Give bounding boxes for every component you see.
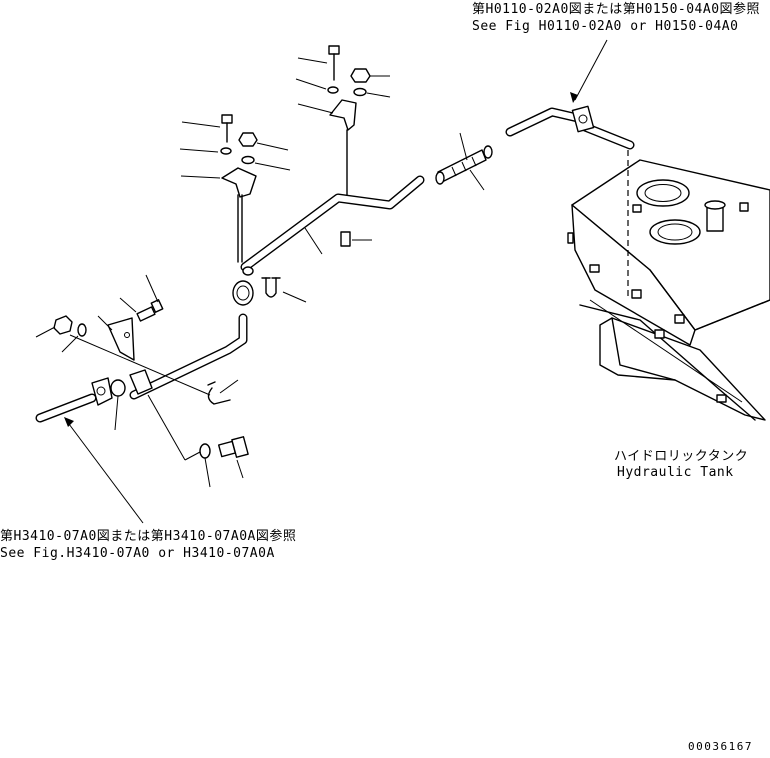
hose-clamp-right bbox=[483, 145, 493, 159]
tank-port-lower bbox=[649, 219, 701, 245]
reference-bottom-en: See Fig.H3410-07A0 or H3410-07A0A bbox=[0, 546, 275, 561]
clamp-bracket bbox=[329, 99, 357, 131]
clamp-assembly-upper-left bbox=[179, 114, 291, 263]
tank-flange bbox=[571, 105, 595, 133]
support-bracket bbox=[107, 317, 135, 361]
lock-washer bbox=[353, 87, 367, 97]
nut-left bbox=[53, 315, 73, 335]
pipe-clip bbox=[304, 227, 372, 255]
hose-connector bbox=[435, 145, 493, 185]
split-flange-right bbox=[129, 369, 153, 395]
hydraulic-tank bbox=[567, 140, 770, 421]
hose-leader-lines bbox=[459, 132, 485, 191]
drawing-number: 00036167 bbox=[688, 740, 753, 753]
clamp-assembly-upper-right bbox=[295, 45, 391, 196]
hydraulic-pipe bbox=[129, 107, 635, 400]
hex-nut bbox=[350, 68, 371, 83]
lower-left-bracket-assembly bbox=[35, 274, 249, 488]
reference-bottom-jp: 第H3410-07A0図または第H3410-07A0A図参照 bbox=[0, 529, 297, 544]
tank-label-en: Hydraulic Tank bbox=[617, 465, 734, 480]
tank-port-upper bbox=[636, 179, 690, 207]
washer-left bbox=[77, 323, 87, 337]
bolt-small bbox=[136, 306, 156, 322]
reference-top-jp: 第H0110-02A0図または第H0150-04A0図参照 bbox=[472, 2, 761, 17]
tank-label-jp: ハイドロリックタンク bbox=[614, 449, 749, 464]
washer bbox=[327, 86, 339, 94]
o-ring bbox=[110, 379, 126, 397]
pipe-joint bbox=[232, 266, 254, 306]
u-bolt bbox=[261, 277, 307, 303]
reference-arrow-bottom bbox=[64, 417, 144, 524]
washer-bottom bbox=[199, 443, 211, 459]
hose-clamp-left bbox=[435, 171, 445, 185]
reference-arrow-top bbox=[570, 39, 608, 103]
reference-top-en: See Fig H0110-02A0 or H0150-04A0 bbox=[472, 19, 739, 34]
